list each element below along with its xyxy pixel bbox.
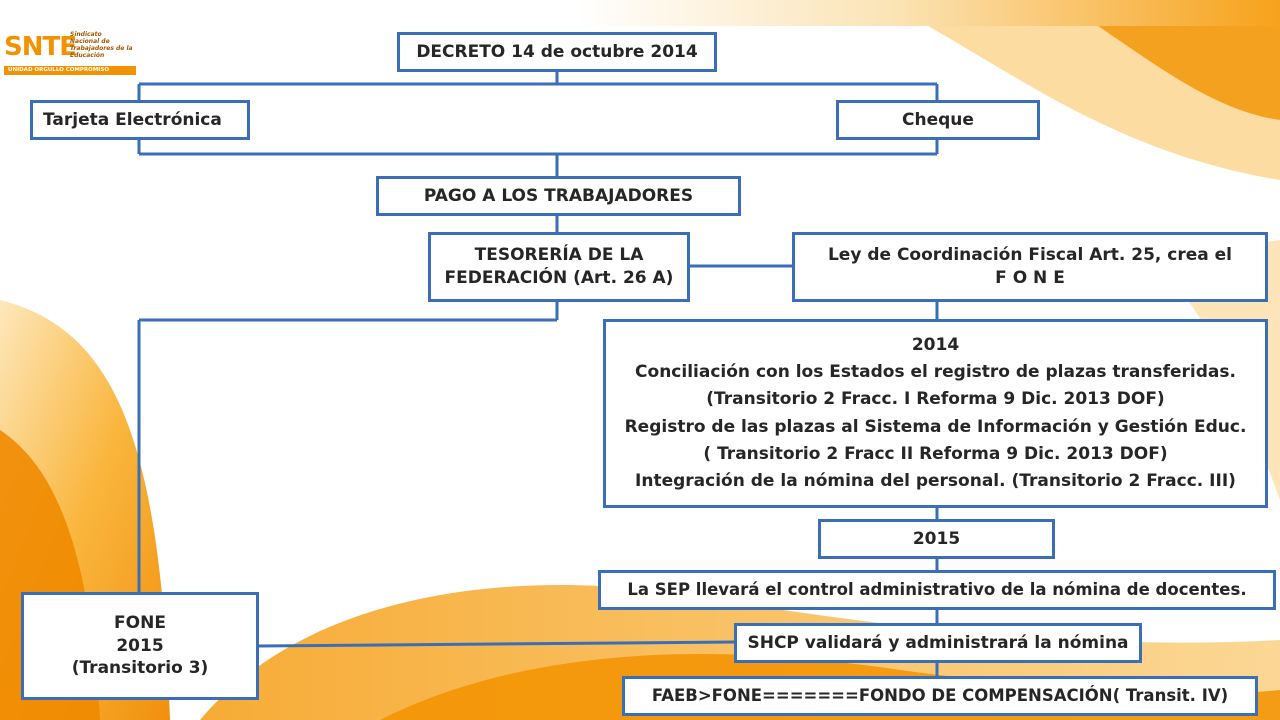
box-faeb-fone: FAEB>FONE=======FONDO DE COMPENSACIÓN( T…: [622, 676, 1258, 716]
logo-motto: UNIDAD ORGULLO COMPROMISO: [4, 66, 136, 75]
y2014-line-4: Registro de las plazas al Sistema de Inf…: [624, 416, 1247, 437]
ley-line-1: Ley de Coordinación Fiscal Art. 25, crea…: [827, 245, 1233, 266]
box-cheque: Cheque: [836, 100, 1040, 140]
y2014-line-5: ( Transitorio 2 Fracc II Reforma 9 Dic. …: [703, 443, 1168, 464]
logo-subtitle: Sindicato Nacional de Trabajadores de la…: [70, 31, 133, 59]
logo-mark: SNTE: [4, 32, 77, 62]
box-ley-coordinacion: Ley de Coordinación Fiscal Art. 25, crea…: [792, 232, 1268, 302]
y2014-line-1: 2014: [911, 334, 960, 355]
ley-line-2: F O N E: [995, 268, 1065, 288]
box-pago-trabajadores: PAGO A LOS TRABAJADORES: [376, 176, 741, 216]
box-2015: 2015: [818, 519, 1055, 559]
box-decreto: DECRETO 14 de octubre 2014: [397, 32, 717, 72]
y2015-label: 2015: [912, 528, 961, 549]
y2014-line-2: Conciliación con los Estados el registro…: [635, 362, 1236, 383]
faeb-label: FAEB>FONE=======FONDO DE COMPENSACIÓN( T…: [651, 685, 1229, 705]
tesoreria-line-1: TESORERÍA DE LA: [474, 245, 644, 266]
fone-line-1: FONE: [114, 612, 166, 633]
box-2014: 2014 Conciliación con los Estados el reg…: [603, 319, 1268, 508]
tarjeta-label: Tarjeta Electrónica: [43, 109, 222, 130]
shcp-label: SHCP validará y administrará la nómina: [747, 632, 1129, 653]
cheque-label: Cheque: [902, 109, 974, 130]
sep-label: La SEP llevará el control administrativo…: [627, 579, 1247, 599]
snte-logo: SNTE Sindicato Nacional de Trabajadores …: [4, 28, 136, 75]
box-tesoreria: TESORERÍA DE LA FEDERACIÓN (Art. 26 A): [428, 232, 690, 302]
top-accent-bar: [0, 0, 1280, 26]
fone-line-2: 2015: [116, 635, 164, 656]
box-shcp: SHCP validará y administrará la nómina: [734, 623, 1142, 663]
box-fone-2015: FONE 2015 (Transitorio 3): [21, 592, 259, 700]
decreto-label: DECRETO 14 de octubre 2014: [416, 41, 698, 62]
y2014-line-3: (Transitorio 2 Fracc. I Reforma 9 Dic. 2…: [706, 389, 1165, 410]
tesoreria-line-2: FEDERACIÓN (Art. 26 A): [444, 268, 674, 288]
pago-label: PAGO A LOS TRABAJADORES: [423, 185, 694, 206]
fone-line-3: (Transitorio 3): [71, 658, 209, 679]
y2014-line-6: Integración de la nómina del personal. (…: [635, 470, 1236, 491]
box-sep-control: La SEP llevará el control administrativo…: [598, 570, 1276, 610]
box-tarjeta-electronica: Tarjeta Electrónica: [30, 100, 250, 140]
